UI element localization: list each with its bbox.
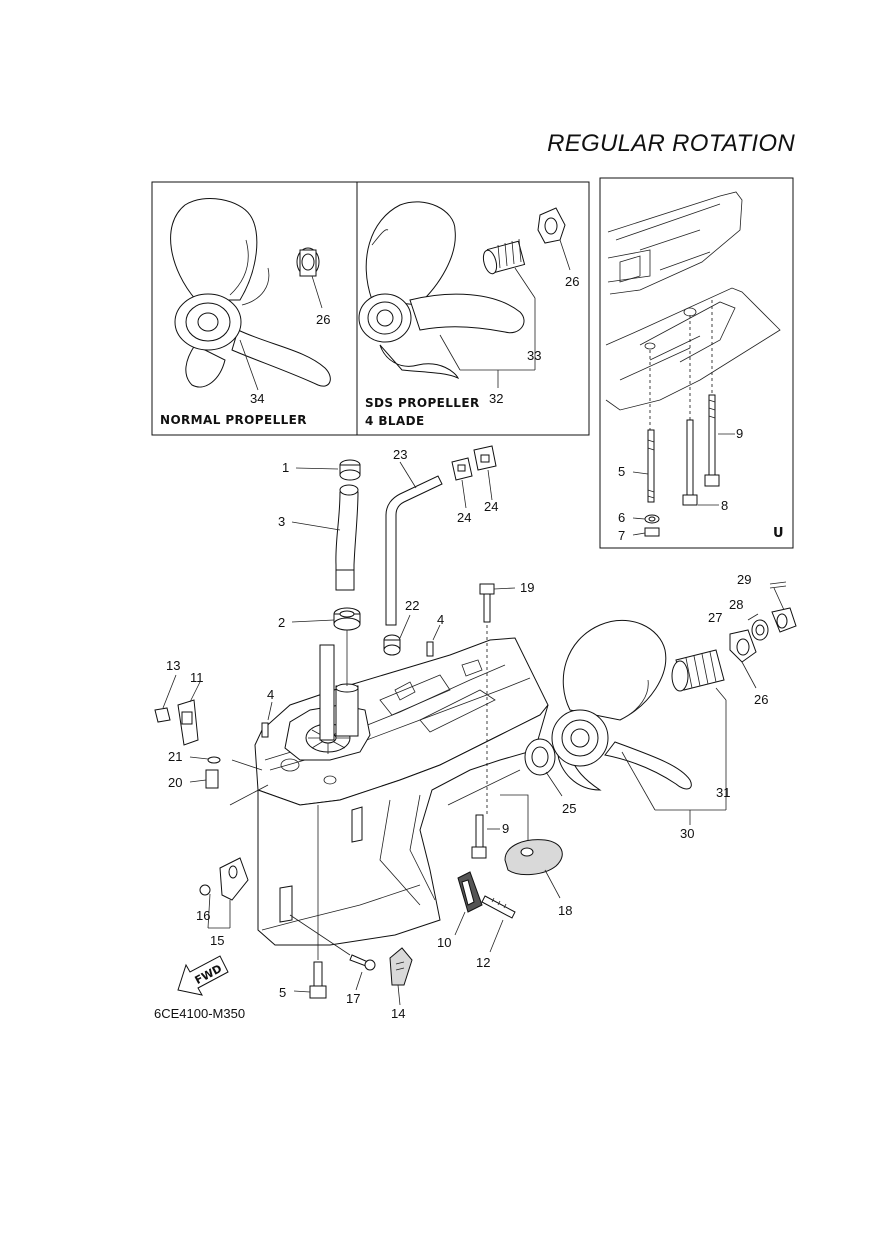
part-2-seal	[291, 607, 361, 686]
part-15-16-bracket	[199, 857, 249, 929]
callout-28: 28	[729, 597, 743, 612]
callout-4: 4	[267, 687, 274, 702]
callout-19: 19	[520, 580, 534, 595]
diagram-code: 6CE4100-M350	[154, 1006, 246, 1021]
part-18-anode	[500, 794, 563, 899]
callout-20: 20	[168, 775, 182, 790]
part-1-grommet	[295, 459, 361, 481]
fwd-arrow-icon	[177, 955, 229, 996]
callout-18: 18	[558, 903, 572, 918]
callout-5: 5	[279, 985, 286, 1000]
callout-21: 21	[168, 749, 182, 764]
callout-24: 24	[484, 499, 498, 514]
callout-13: 13	[166, 658, 180, 673]
callout-4: 4	[437, 612, 444, 627]
spacer-26-inset-a	[296, 247, 323, 309]
drive-sleeve-33-inset	[482, 238, 536, 299]
callout-33: 33	[527, 348, 541, 363]
callout-5: 5	[618, 464, 625, 479]
normal-propeller-drawing	[170, 197, 331, 388]
part-9-bolt-lower	[471, 814, 500, 859]
part-5-stud-lower	[293, 805, 327, 999]
sds-propeller-sublabel: 4 BLADE	[365, 414, 425, 428]
part-20-21-plug	[189, 756, 221, 789]
callout-17: 17	[346, 991, 360, 1006]
callout-10: 10	[437, 935, 451, 950]
callout-29: 29	[737, 572, 751, 587]
part-3-water-tube	[291, 484, 359, 591]
lower-casing-drawing	[229, 637, 549, 946]
callout-31: 31	[716, 785, 730, 800]
callout-9: 9	[502, 821, 509, 836]
callout-26: 26	[565, 274, 579, 289]
callout-labels: 34 26 26 33 32 9 5 8 6 7 1 3 23 24 24 2 …	[166, 274, 768, 1021]
part-10-12-trim-tab	[454, 871, 516, 953]
part-14-cover	[389, 947, 413, 1006]
callout-11: 11	[190, 670, 204, 685]
callout-6: 6	[618, 510, 625, 525]
part-25-thrust-washer	[524, 738, 563, 797]
callout-12: 12	[476, 955, 490, 970]
normal-propeller-label: NORMAL PROPELLER	[160, 413, 307, 427]
callout-24: 24	[457, 510, 471, 525]
sds-callout-bracket	[439, 298, 536, 388]
callout-8: 8	[721, 498, 728, 513]
callout-14: 14	[391, 1006, 405, 1021]
callout-1: 1	[282, 460, 289, 475]
callout-9: 9	[736, 426, 743, 441]
callout-34: 34	[250, 391, 264, 406]
part-17-bolt	[289, 914, 376, 991]
part-19-bolt	[479, 583, 516, 815]
callout-2: 2	[278, 615, 285, 630]
callout-27: 27	[708, 610, 722, 625]
sds-propeller-drawing	[358, 201, 525, 380]
sds-propeller-label: SDS PROPELLER	[365, 396, 480, 410]
callout-7: 7	[618, 528, 625, 543]
spacer-26-inset-b	[537, 207, 571, 271]
callout-15: 15	[210, 933, 224, 948]
part-11-13-clip	[154, 674, 201, 746]
callout-26: 26	[316, 312, 330, 327]
callout-16: 16	[196, 908, 210, 923]
propeller-inset-box	[151, 181, 590, 436]
u-inset-box	[599, 177, 794, 549]
part-23-rod	[385, 461, 443, 626]
callout-32: 32	[489, 391, 503, 406]
callout-22: 22	[405, 598, 419, 613]
callout-30: 30	[680, 826, 694, 841]
callout-26: 26	[754, 692, 768, 707]
callout-23: 23	[393, 447, 407, 462]
part-24-grommets	[451, 445, 497, 509]
part-31-drive-sleeve	[671, 649, 727, 701]
part-22-bushing	[383, 614, 411, 656]
part-30-propeller	[551, 619, 727, 825]
callout-3: 3	[278, 514, 285, 529]
callout-25: 25	[562, 801, 576, 816]
part-4-dowel-pins	[261, 624, 441, 738]
u-box-label: U	[773, 526, 784, 541]
diagram-title: REGULAR ROTATION	[547, 130, 795, 157]
part-29-28-27-26-hardware	[729, 581, 797, 689]
